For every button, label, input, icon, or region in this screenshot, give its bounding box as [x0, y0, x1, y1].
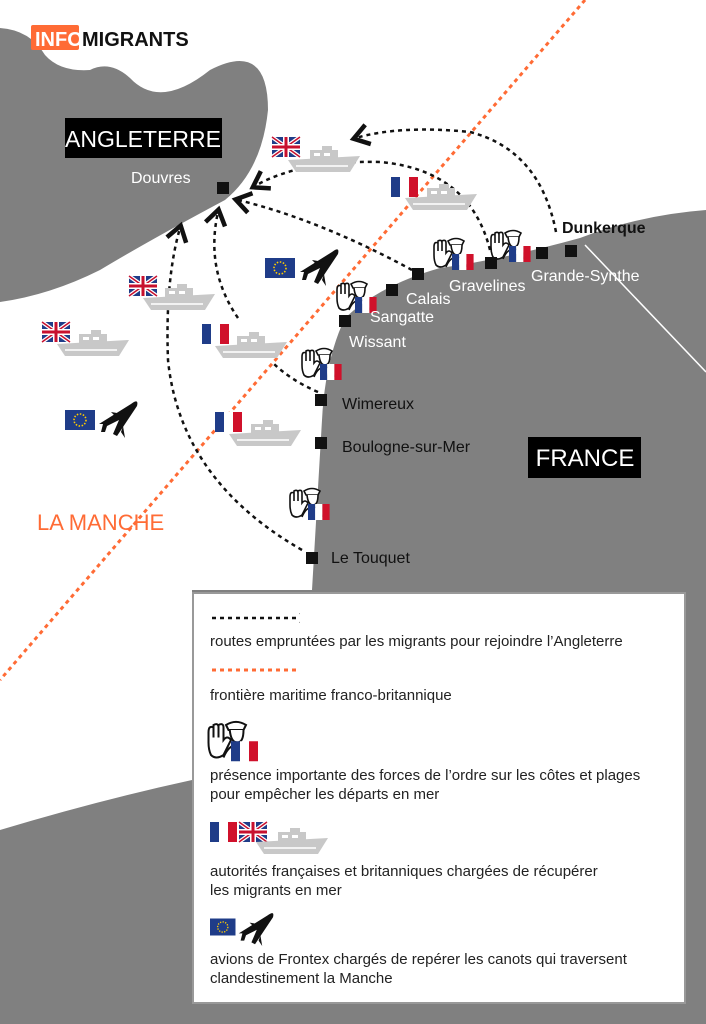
legend-frontex-line2: clandestinement la Manche — [210, 970, 393, 987]
marker-grande-synthe — [536, 247, 548, 259]
legend-frontex-line1: avions de Frontex chargés de repérer les… — [210, 951, 627, 968]
region-label-england: ANGLETERRE — [65, 126, 221, 152]
route-wissant — [203, 205, 240, 319]
marker-wimereux — [315, 394, 327, 406]
fr-flag-icon — [391, 177, 418, 197]
marker-dunkerque — [565, 245, 577, 257]
marker-le-touquet — [306, 552, 318, 564]
eu-flag-icon — [64, 409, 96, 431]
fr-flag-icon — [215, 412, 242, 432]
uk-flag-icon — [272, 137, 300, 157]
city-label: Wimereux — [342, 396, 414, 413]
legend-boats-line1: autorités françaises et britanniques cha… — [210, 863, 598, 880]
city-label: Wissant — [349, 334, 406, 351]
eu-plane-icon — [210, 913, 274, 946]
city-label: Sangatte — [370, 309, 434, 326]
marker-douvres — [217, 182, 229, 194]
uk-flag-icon — [129, 276, 157, 296]
marker-sangatte — [386, 284, 398, 296]
logo-info: INFO — [35, 29, 83, 51]
england-land — [0, 28, 268, 302]
legend-police-line1: présence importante des forces de l’ordr… — [210, 767, 641, 784]
city-label: Dunkerque — [562, 220, 646, 237]
route-wimereux — [271, 361, 319, 394]
maritime-border — [0, 0, 587, 681]
eu-flag-icon — [264, 257, 296, 279]
region-label-sea: LA MANCHE — [37, 510, 164, 535]
legend-routes: routes empruntées par les migrants pour … — [210, 633, 623, 650]
police-icon — [434, 239, 474, 271]
legend-police-line2: pour empêcher les départs en mer — [210, 786, 440, 803]
infomigrants-logo: INFO MIGRANTS — [31, 25, 189, 51]
migrant-routes — [165, 123, 558, 552]
route-dunkerque — [349, 123, 558, 233]
uk-flag-icon — [42, 322, 70, 342]
border-line-icon — [212, 668, 296, 672]
border-belgium — [584, 244, 706, 373]
city-label: Boulogne-sur-Mer — [342, 439, 471, 456]
plane-icon — [99, 401, 138, 438]
city-label: Grande-Synthe — [531, 268, 640, 285]
logo-migrants: MIGRANTS — [82, 29, 189, 51]
city-label: Le Touquet — [331, 550, 410, 567]
legend-boats-line2: les migrants en mer — [210, 882, 342, 899]
marker-wissant — [339, 315, 351, 327]
marker-boulogne — [315, 437, 327, 449]
marker-calais — [412, 268, 424, 280]
city-label: Gravelines — [449, 278, 525, 295]
marker-gravelines — [485, 257, 497, 269]
police-icon — [206, 720, 266, 764]
route-calais — [231, 191, 413, 272]
route-line-icon — [212, 613, 300, 623]
legend-border: frontière maritime franco-britannique — [210, 687, 452, 704]
plane-icon — [300, 249, 339, 286]
fr-flag-icon — [202, 324, 229, 344]
legend: routes empruntées par les migrants pour … — [192, 592, 686, 1004]
city-label: Calais — [406, 291, 450, 308]
fr-uk-boat-icon — [210, 820, 329, 855]
city-label: Douvres — [131, 170, 191, 187]
region-label-france: FRANCE — [536, 445, 635, 472]
route-le-touquet — [165, 221, 303, 552]
